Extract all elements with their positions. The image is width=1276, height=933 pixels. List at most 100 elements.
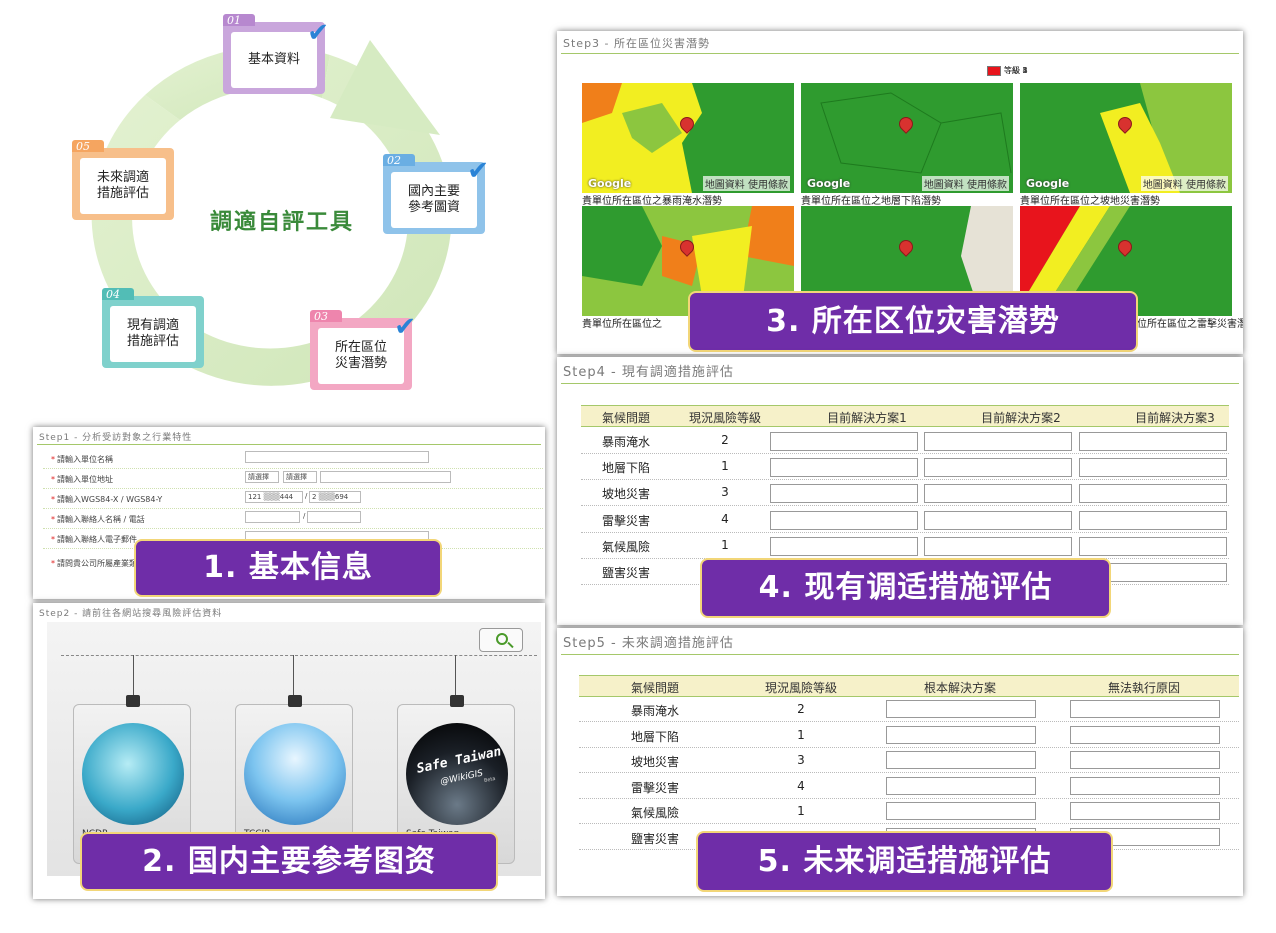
contact-name-input[interactable] bbox=[245, 511, 300, 523]
step3-header: Step3 - 所在區位災害潛勢 bbox=[563, 37, 711, 50]
legend-item-5: 等級 5 bbox=[987, 65, 1028, 76]
wgs84-x-suffix: 444 bbox=[279, 493, 294, 501]
contact-phone-input[interactable] bbox=[307, 511, 361, 523]
step2-panel: Step2 - 請前往各網站搜尋風險評估資料 NCDR TCCIP Safe T… bbox=[33, 603, 545, 899]
step2-header: Step2 - 請前往各網站搜尋風險評估資料 bbox=[39, 609, 223, 619]
field-label: 請輸入單位地址 bbox=[57, 475, 113, 484]
solution-3-input[interactable] bbox=[1079, 432, 1227, 451]
step5-panel: Step5 - 未來調適措施評估 氣候問題 現況風險等級 根本解決方案 無法執行… bbox=[557, 628, 1243, 896]
solution-1-input[interactable] bbox=[770, 510, 918, 530]
root-solution-input[interactable] bbox=[886, 700, 1036, 718]
cycle-step-03-folder[interactable]: 03 所在區位 災害潛勢 ✔ bbox=[310, 310, 416, 390]
step4-header: Step4 - 現有調適措施評估 bbox=[563, 365, 734, 380]
map-credit-link[interactable]: 地圖資料 使用條款 bbox=[1140, 176, 1228, 191]
district-select[interactable]: 請選擇 bbox=[283, 471, 317, 483]
solution-2-input[interactable] bbox=[924, 536, 1072, 556]
solution-2-input[interactable] bbox=[924, 510, 1072, 530]
risk-level-cell: 1 bbox=[797, 804, 805, 819]
county-select[interactable]: 請選擇 bbox=[245, 471, 279, 483]
step5-table-header: 氣候問題 現況風險等級 根本解決方案 無法執行原因 bbox=[579, 675, 1239, 697]
infeasible-reason-input[interactable] bbox=[1070, 776, 1220, 795]
solution-2-input[interactable] bbox=[924, 458, 1072, 478]
root-solution-input[interactable] bbox=[886, 776, 1036, 795]
address-input[interactable] bbox=[320, 471, 451, 483]
clip-icon bbox=[288, 695, 302, 707]
col-header: 目前解決方案2 bbox=[981, 411, 1061, 425]
cycle-step-01-folder[interactable]: 01 基本資料 ✔ bbox=[223, 14, 329, 94]
issue-cell: 鹽害災害 bbox=[601, 566, 650, 580]
issue-cell: 鹽害災害 bbox=[630, 832, 679, 846]
col-header: 無法執行原因 bbox=[1107, 681, 1180, 695]
safetaiwan-logo-beta: Beta bbox=[483, 775, 497, 785]
legend-label: 等級 3 bbox=[1004, 66, 1028, 75]
check-icon: ✔ bbox=[394, 312, 416, 342]
solution-3-input[interactable] bbox=[1079, 536, 1227, 556]
step5-header: Step5 - 未來調適措施評估 bbox=[563, 636, 734, 651]
search-icon[interactable] bbox=[479, 628, 523, 652]
step5-badge: 5. 未来调适措施评估 bbox=[696, 831, 1113, 892]
col-header: 目前解決方案3 bbox=[1135, 411, 1215, 425]
issue-cell: 地層下陷 bbox=[601, 461, 650, 476]
risk-level-cell: 3 bbox=[721, 485, 729, 500]
county-select-value: 請選擇 bbox=[248, 473, 269, 481]
unit-name-input[interactable] bbox=[245, 451, 429, 463]
solution-1-input[interactable] bbox=[770, 432, 918, 451]
cycle-step-04-label: 現有調適 措施評估 bbox=[110, 306, 196, 362]
wgs84-y-value: 2 bbox=[312, 493, 317, 501]
legend-label: 等級 5 bbox=[1004, 66, 1028, 75]
col-header: 現況風險等級 bbox=[688, 411, 761, 425]
root-solution-input[interactable] bbox=[886, 725, 1036, 744]
solution-1-input[interactable] bbox=[770, 536, 918, 556]
infeasible-reason-input[interactable] bbox=[1070, 725, 1220, 744]
solution-1-input[interactable] bbox=[770, 458, 918, 478]
solution-3-input[interactable] bbox=[1079, 458, 1227, 478]
infeasible-reason-input[interactable] bbox=[1070, 700, 1220, 718]
col-header: 根本解決方案 bbox=[923, 681, 996, 695]
map-credit-link[interactable]: 地圖資料 使用條款 bbox=[921, 176, 1009, 191]
step1-row-unit-name: *請輸入單位名稱 bbox=[43, 447, 543, 469]
map-subsidence[interactable]: Google 地圖資料 使用條款 bbox=[801, 83, 1013, 193]
infeasible-reason-input[interactable] bbox=[1070, 751, 1220, 770]
col-header: 氣候問題 bbox=[601, 411, 650, 425]
cycle-step-02-folder[interactable]: 02 國內主要 參考圖資 ✔ bbox=[383, 154, 489, 234]
step3-badge: 3. 所在区位灾害潜势 bbox=[688, 291, 1138, 352]
risk-level-cell: 4 bbox=[797, 778, 805, 793]
map-credit-link[interactable]: 地圖資料 使用條款 bbox=[702, 176, 790, 191]
solution-2-input[interactable] bbox=[924, 432, 1072, 451]
root-solution-input[interactable] bbox=[886, 802, 1036, 821]
table-row: 氣候風險 1 bbox=[579, 799, 1239, 825]
field-label: 請輸入聯絡人電子郵件 bbox=[57, 535, 137, 544]
map-caption-lightning: 貴單位所在區位之雷擊災害潛勢 bbox=[1117, 319, 1243, 330]
google-logo: Google bbox=[807, 177, 851, 190]
col-header: 氣候問題 bbox=[630, 681, 679, 695]
cycle-center-title: 調適自評工具 bbox=[210, 210, 355, 235]
step2-badge: 2. 国内主要参考图资 bbox=[80, 832, 498, 891]
legend-label: 等級 2 bbox=[1004, 66, 1028, 75]
solution-2-input[interactable] bbox=[924, 484, 1072, 504]
solution-1-input[interactable] bbox=[770, 484, 918, 504]
wgs84-x-input[interactable]: 121 ▒▒▒444 bbox=[245, 491, 303, 503]
solution-3-input[interactable] bbox=[1079, 510, 1227, 530]
map-flood[interactable]: Google 地圖資料 使用條款 bbox=[582, 83, 794, 193]
cycle-step-04-folder[interactable]: 04 現有調適 措施評估 bbox=[102, 288, 204, 368]
map-landslide[interactable]: Google 地圖資料 使用條款 bbox=[1020, 83, 1232, 193]
step4-badge: 4. 现有调适措施评估 bbox=[700, 558, 1111, 618]
root-solution-input[interactable] bbox=[886, 751, 1036, 770]
issue-cell: 地層下陷 bbox=[630, 729, 679, 744]
district-select-value: 請選擇 bbox=[286, 473, 307, 481]
wgs84-y-input[interactable]: 2 ▒▒▒694 bbox=[309, 491, 361, 503]
issue-cell: 氣候風險 bbox=[630, 806, 679, 821]
issue-cell: 雷擊災害 bbox=[601, 513, 650, 528]
step1-header: Step1 - 分析受訪對象之行業特性 bbox=[39, 433, 193, 443]
clip-icon bbox=[450, 695, 464, 707]
wgs84-y-suffix: 694 bbox=[334, 493, 349, 501]
google-logo: Google bbox=[1026, 177, 1070, 190]
solution-3-input[interactable] bbox=[1079, 484, 1227, 504]
risk-level-cell: 3 bbox=[797, 753, 805, 768]
cycle-step-05-folder[interactable]: 05 未來調適 措施評估 bbox=[72, 140, 174, 220]
infeasible-reason-input[interactable] bbox=[1070, 802, 1220, 821]
